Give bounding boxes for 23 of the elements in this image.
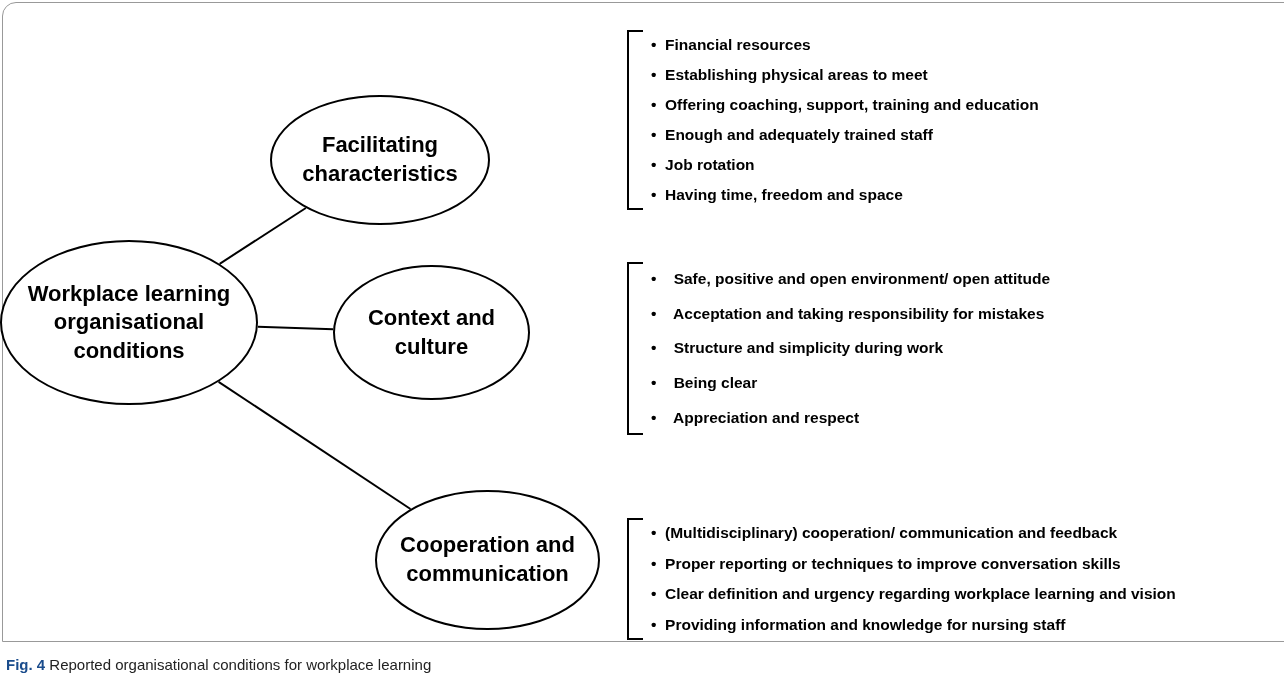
list-item: • Proper reporting or techniques to improve conversation skills [651, 554, 1121, 573]
connector-line [217, 380, 412, 510]
list-item: • Having time, freedom and space [651, 186, 903, 204]
figure-caption: Fig. 4 Reported organisational conditions for workplace learning [6, 656, 432, 673]
list-item: • (Multidisciplinary) cooperation/ communication and feedback [651, 524, 1118, 543]
list-item: • Financial resources [651, 36, 811, 54]
list-item: • Safe, positive and open environment/ open attitude [651, 270, 1050, 289]
node-label: Workplace learning organisational conditions [26, 279, 232, 365]
list-item: • Appreciation and respect [651, 408, 860, 427]
node-label: Facilitating characteristics [301, 131, 459, 188]
node-label: Context and culture [366, 303, 497, 361]
list-item: • Enough and adequately trained staff [651, 126, 933, 144]
node-label: Cooperation and communication [399, 531, 576, 588]
list-item: • Clear definition and urgency regarding workplace learning and vision [651, 585, 1176, 604]
list-item: • Providing information and knowledge for nursing staff [651, 615, 1066, 634]
connector-line [218, 207, 307, 265]
list-item: • Acceptation and taking responsibility for mistakes [651, 304, 1045, 323]
list-item: • Establishing physical areas to meet [651, 66, 928, 84]
list-item: • Job rotation [651, 156, 755, 174]
list-item: • Being clear [651, 374, 758, 393]
list-item: • Offering coaching, support, training and education [651, 96, 1039, 114]
connector-line [256, 325, 335, 331]
list-item: • Structure and simplicity during work [651, 339, 944, 358]
